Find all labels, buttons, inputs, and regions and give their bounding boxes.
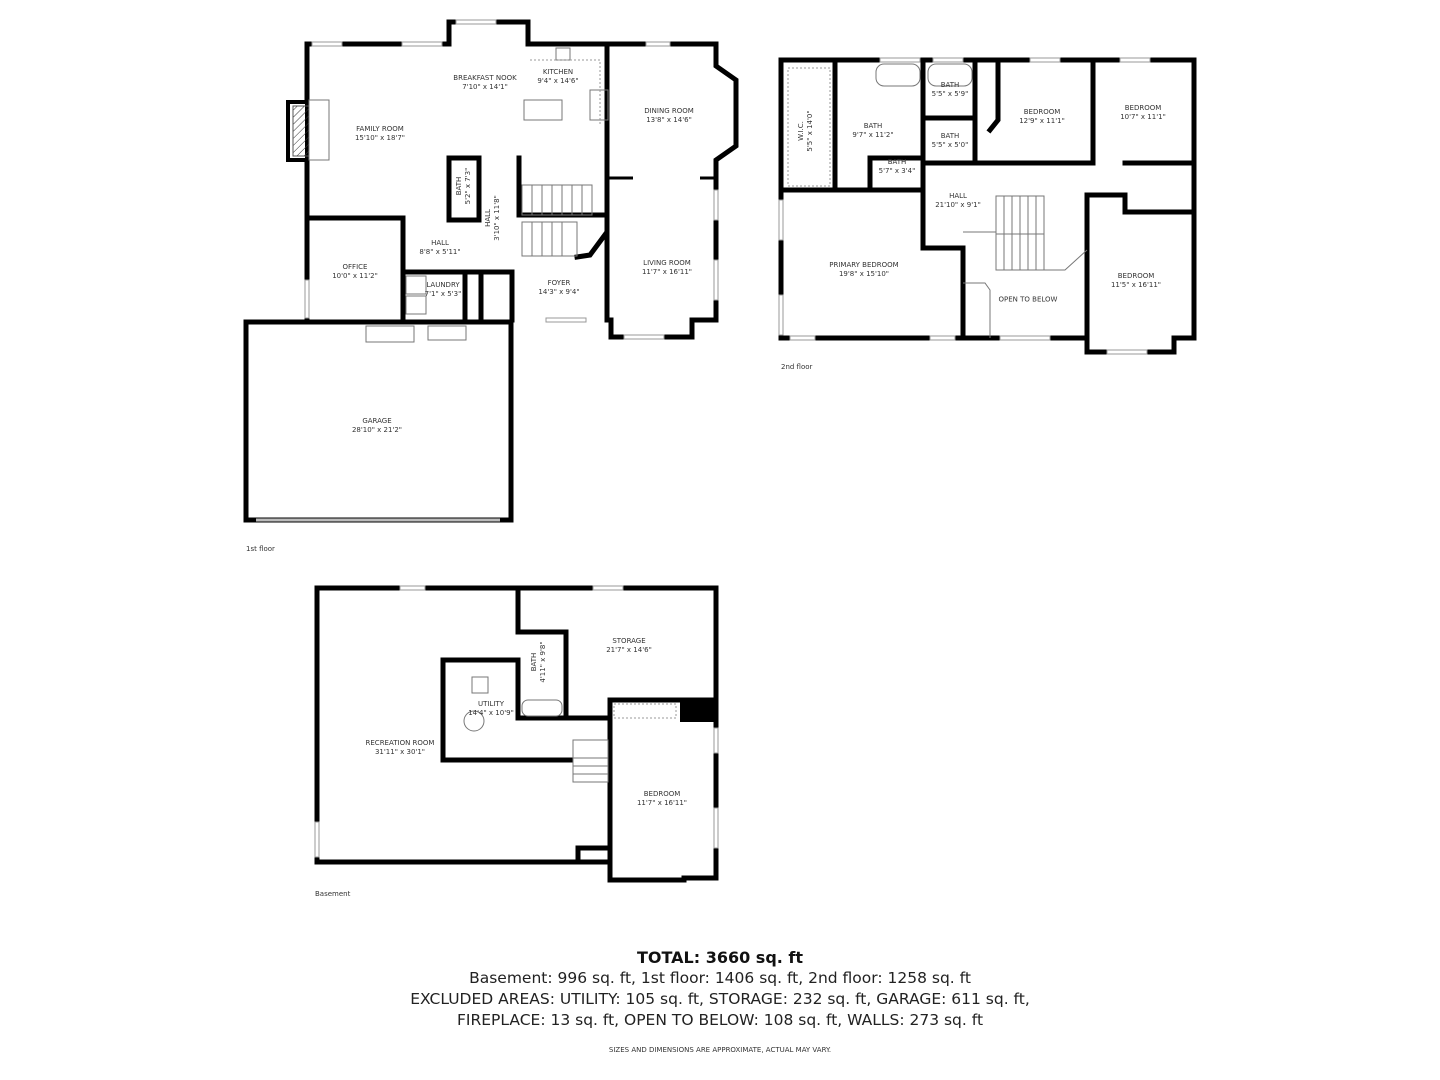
room-name: STORAGE <box>612 637 646 645</box>
room-dims: 14'3" x 9'4" <box>538 288 580 296</box>
floor-label-2nd: 2nd floor <box>781 363 813 371</box>
excluded-areas-1: EXCLUDED AREAS: UTILITY: 105 sq. ft, STO… <box>410 990 1030 1008</box>
room-dims: 5'5" x 5'9" <box>931 90 969 98</box>
room-name: BREAKFAST NOOK <box>453 74 517 82</box>
room-dims: 31'11" x 30'1" <box>374 748 426 756</box>
room-name: BATH <box>530 652 538 672</box>
room-name: BEDROOM <box>1023 108 1061 116</box>
room-dims: 9'7" x 11'2" <box>852 131 894 139</box>
room-dims: 3'10" x 11'8" <box>493 195 501 241</box>
room-dims: 5'2" x 7'3" <box>464 167 472 205</box>
excluded-areas-2: FIREPLACE: 13 sq. ft, OPEN TO BELOW: 108… <box>456 1011 984 1029</box>
room-name: BATH <box>863 122 883 130</box>
room-name: W.I.C. <box>797 121 805 141</box>
room-name: BEDROOM <box>643 790 681 798</box>
disclaimer: SIZES AND DIMENSIONS ARE APPROXIMATE, AC… <box>608 1046 832 1054</box>
room-name: HALL <box>949 192 967 200</box>
room-wic: W.I.C.5'5" x 14'0" <box>797 110 815 151</box>
room-dims: 12'9" x 11'1" <box>1019 117 1065 125</box>
room-name: RECREATION ROOM <box>365 739 435 747</box>
room-name: BATH <box>887 158 907 166</box>
floor-areas: Basement: 996 sq. ft, 1st floor: 1406 sq… <box>469 969 971 987</box>
room-name: BATH <box>940 132 960 140</box>
room-name: FOYER <box>547 279 571 287</box>
room-name: HALL <box>484 209 492 227</box>
room-dims: 11'5" x 16'11" <box>1110 281 1162 289</box>
room-dims: 4'11" x 9'8" <box>539 641 547 683</box>
room-dims: 9'4" x 14'6" <box>537 77 579 85</box>
total-area: TOTAL: 3660 sq. ft <box>636 948 804 967</box>
room-name: UTILITY <box>478 700 504 708</box>
room-name: FAMILY ROOM <box>356 125 404 133</box>
room-name: BEDROOM <box>1124 104 1162 112</box>
room-dims: 28'10" x 21'2" <box>351 426 403 434</box>
room-name: BEDROOM <box>1117 272 1155 280</box>
basement-walls <box>314 585 719 883</box>
room-dims: 21'10" x 9'1" <box>935 201 981 209</box>
second-floor-walls <box>778 57 1197 355</box>
floor-label-basement: Basement <box>315 890 351 898</box>
room-dims: 19'8" x 15'10" <box>838 270 890 278</box>
room-name: HALL <box>431 239 449 247</box>
room-dims: 5'7" x 3'4" <box>878 167 916 175</box>
room-dims: 7'1" x 5'3" <box>424 290 462 298</box>
room-dims: 13'8" x 14'6" <box>646 116 692 124</box>
room-name: GARAGE <box>362 417 392 425</box>
room-dims: 11'7" x 16'11" <box>636 799 688 807</box>
room-name: BATH <box>940 81 960 89</box>
room-dims: 5'5" x 14'0" <box>806 110 814 152</box>
room-name: OFFICE <box>342 263 368 271</box>
room-dims: 14'4" x 10'9" <box>468 709 514 717</box>
room-dims: 5'5" x 5'0" <box>931 141 969 149</box>
room-name: BATH <box>455 176 463 196</box>
room-dims: 8'8" x 5'11" <box>419 248 461 256</box>
first-floor-walls <box>243 19 739 523</box>
room-name: LIVING ROOM <box>643 259 691 267</box>
room-name: OPEN TO BELOW <box>998 295 1058 304</box>
room-dims: 15'10" x 18'7" <box>354 134 406 142</box>
room-dims: 21'7" x 14'6" <box>606 646 652 654</box>
room-dims: 10'0" x 11'2" <box>332 272 378 280</box>
room-dims: 10'7" x 11'1" <box>1120 113 1166 121</box>
room-name: KITCHEN <box>542 68 574 76</box>
room-name: LAUNDRY <box>426 281 460 289</box>
room-name: PRIMARY BEDROOM <box>829 261 899 269</box>
floor-label-1st: 1st floor <box>246 545 275 553</box>
room-name: DINING ROOM <box>644 107 694 115</box>
room-dims: 7'10" x 14'1" <box>462 83 508 91</box>
room-open-to-below: OPEN TO BELOW <box>999 296 1058 305</box>
room-dims: 11'7" x 16'11" <box>641 268 693 276</box>
